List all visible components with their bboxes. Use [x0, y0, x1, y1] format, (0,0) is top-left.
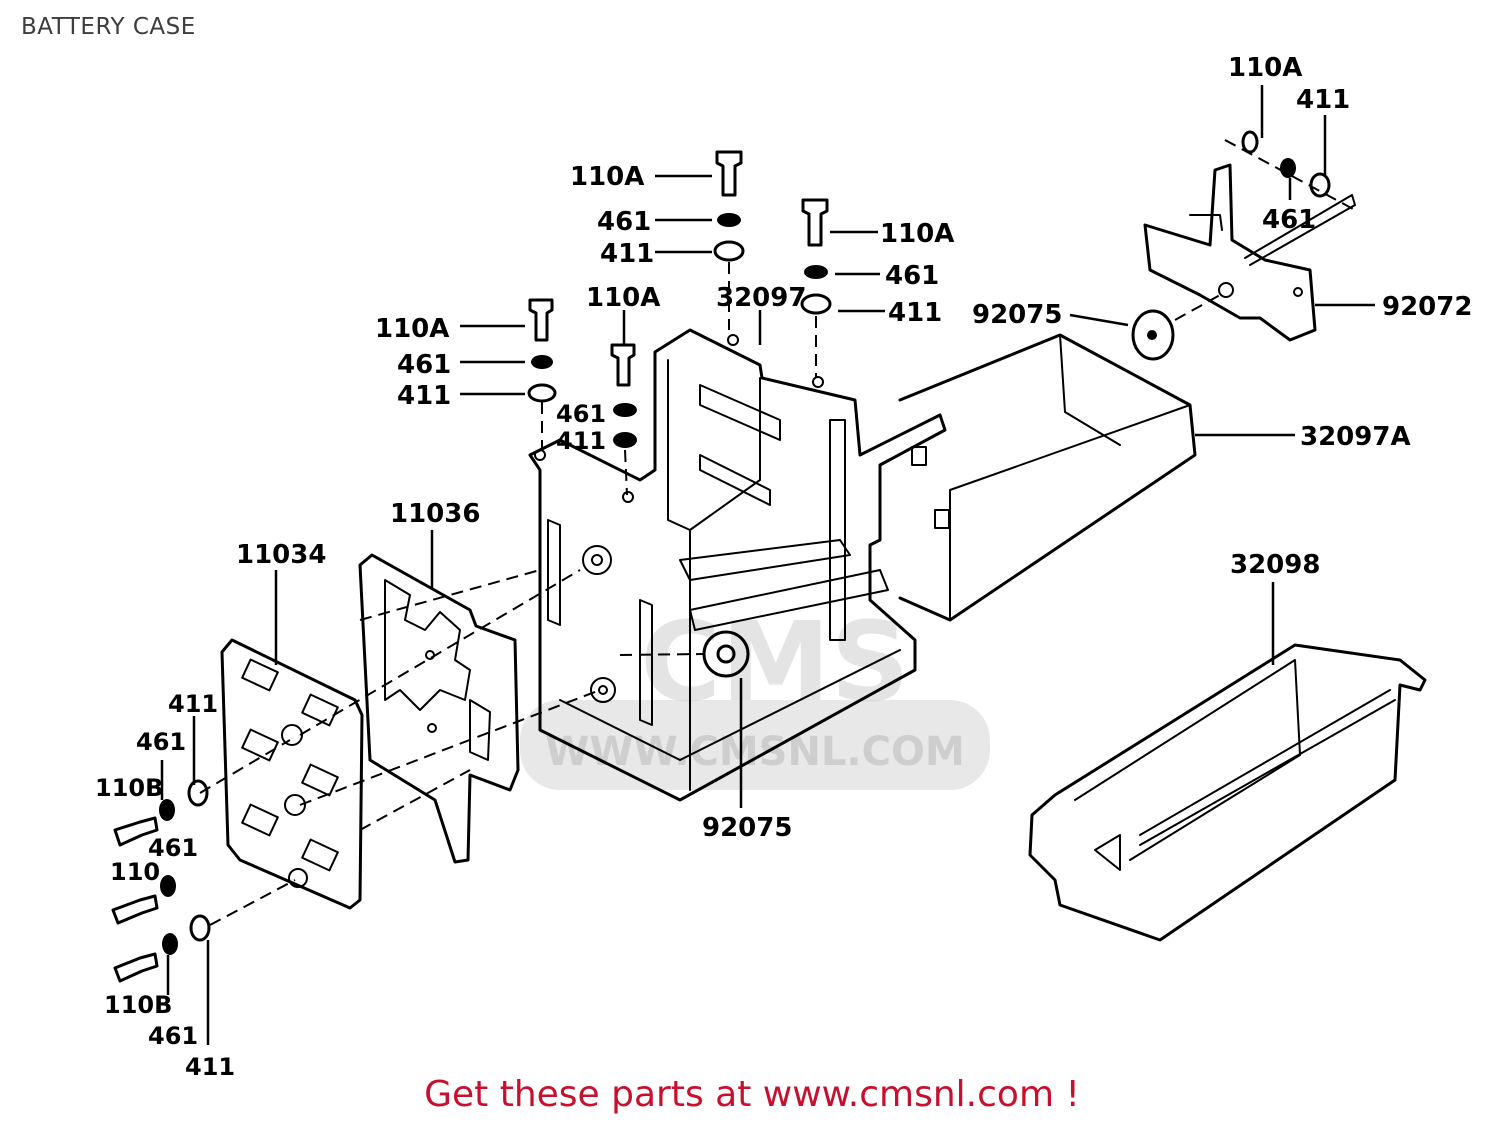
- part-label: 461: [556, 400, 606, 428]
- screw-stack-top: [713, 150, 745, 262]
- bracket-tab: [911, 446, 927, 466]
- part-label: 411: [168, 690, 218, 718]
- part-labels: 110A 411 461 110A 461 411 110A 461 411 1…: [95, 53, 1472, 1081]
- cover-plate-11034: [220, 638, 364, 910]
- part-label: 411: [397, 381, 451, 411]
- grommet-92075-upper: [1131, 309, 1175, 361]
- part-label: 461: [885, 261, 939, 291]
- battery-case-32098: [1028, 643, 1427, 942]
- bracket-tab: [934, 509, 950, 529]
- part-label: 110: [110, 858, 160, 886]
- battery-tray-32097A: [898, 333, 1197, 622]
- part-label: 411: [556, 427, 606, 455]
- part-label: 32098: [1230, 550, 1320, 580]
- part-label: 110A: [375, 314, 449, 344]
- part-label: 461: [597, 207, 651, 237]
- assembly-lines: [199, 139, 1356, 926]
- screw-stack-right: [800, 198, 832, 315]
- part-label: 11034: [236, 540, 326, 570]
- screw-stack-left: [527, 298, 557, 403]
- leader-lines: [160, 85, 1375, 1045]
- screw-stack-clamp: [1241, 130, 1331, 198]
- part-label: 411: [600, 239, 654, 269]
- part-label: 92075: [972, 300, 1062, 330]
- part-label: 461: [136, 728, 186, 756]
- part-label: 411: [185, 1053, 235, 1081]
- watermark-logo: CMS: [640, 598, 909, 726]
- part-label: 110A: [880, 219, 954, 249]
- part-label: 11036: [390, 499, 480, 529]
- part-label: 32097: [716, 283, 806, 313]
- watermark-text: WWW.CMSNL.COM: [545, 729, 965, 775]
- page-title: BATTERY CASE: [21, 14, 196, 40]
- part-label: 92075: [702, 813, 792, 843]
- screw-stack-front-mid: [111, 875, 176, 925]
- part-label: 110A: [1228, 53, 1302, 83]
- part-label: 92072: [1382, 292, 1472, 322]
- battery-bracket-32097: [528, 328, 950, 802]
- promo-footer[interactable]: Get these parts at www.cmsnl.com !: [0, 1074, 1500, 1115]
- screw-stack-front-top: [113, 779, 209, 847]
- part-label: 461: [397, 350, 451, 380]
- part-label: 461: [148, 834, 198, 862]
- part-label: 110B: [95, 774, 163, 802]
- part-label: 110B: [104, 991, 172, 1019]
- part-label: 110A: [570, 162, 644, 192]
- part-label: 411: [888, 298, 942, 328]
- battery-clamp-92072: [1143, 163, 1356, 342]
- screw-stack-mid-left: [610, 343, 637, 448]
- part-label: 110A: [586, 283, 660, 313]
- watermark-banner: [520, 700, 990, 790]
- promo-footer-text[interactable]: Get these parts at www.cmsnl.com !: [424, 1074, 1080, 1115]
- part-label: 461: [1262, 205, 1316, 235]
- part-label: 32097A: [1300, 422, 1411, 452]
- screw-stack-front-bottom: [113, 914, 211, 983]
- part-label: 411: [1296, 85, 1350, 115]
- part-label: 461: [148, 1022, 198, 1050]
